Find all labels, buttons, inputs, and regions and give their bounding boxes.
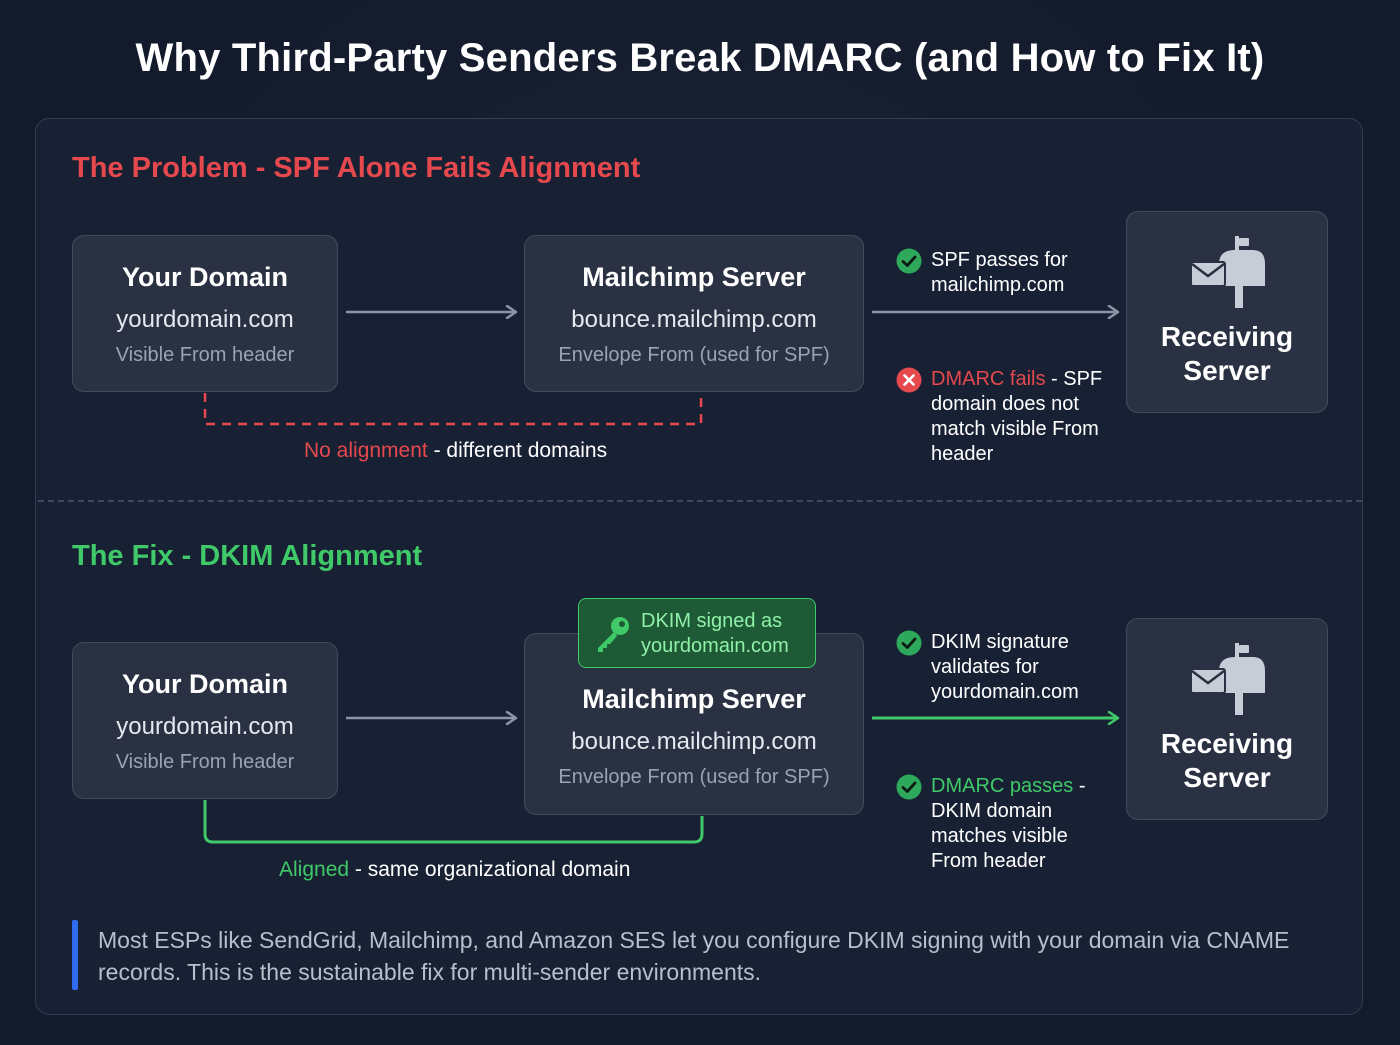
footnote-text: Most ESPs like SendGrid, Mailchimp, and … <box>98 927 1290 985</box>
box-subtitle: Envelope From (used for SPF) <box>558 344 830 366</box>
your-domain-box-fix: Your Domain yourdomain.com Visible From … <box>72 642 338 799</box>
check-circle-icon <box>896 774 922 800</box>
spf-note-line1: SPF passes for <box>931 249 1068 271</box>
dmarc-fails-rest: - SPF <box>1045 368 1103 390</box>
check-circle-icon <box>896 248 922 274</box>
aligned-label: Aligned - same organizational domain <box>279 858 630 882</box>
no-alignment-highlight: No alignment <box>304 439 428 462</box>
no-alignment-label: No alignment - different domains <box>304 439 607 463</box>
mailbox-icon <box>1190 236 1265 308</box>
aligned-rest: - same organizational domain <box>349 858 631 881</box>
dmarc-passes-note: DMARC passes - DKIM domain matches visib… <box>896 774 1116 878</box>
mailbox-icon <box>1190 643 1265 715</box>
dkim-badge-line1: DKIM signed as <box>641 610 783 632</box>
box-name: Your Domain <box>121 262 288 292</box>
no-alignment-rest: - different domains <box>427 439 608 462</box>
check-circle-icon <box>896 630 922 656</box>
receiving-label-line2: Server <box>1183 762 1271 793</box>
key-icon <box>598 617 629 652</box>
dmarc-passes-line3: matches visible <box>931 825 1068 847</box>
dkim-note-line2: validates for <box>931 656 1039 678</box>
footnote-accent-bar <box>72 920 78 990</box>
box-domain: bounce.mailchimp.com <box>571 306 817 333</box>
spf-note-line2: mailchimp.com <box>931 274 1065 296</box>
dmarc-passes-rest: - <box>1073 775 1086 797</box>
fix-heading: The Fix - DKIM Alignment <box>72 540 423 572</box>
section-divider <box>38 500 1362 502</box>
box-name: Mailchimp Server <box>582 262 806 292</box>
page-title: Why Third-Party Senders Break DMARC (and… <box>135 36 1265 80</box>
no-alignment-bracket <box>203 393 703 426</box>
x-circle-icon <box>896 367 922 393</box>
dmarc-passes-line4: From header <box>931 850 1046 872</box>
dkim-badge-line2: yourdomain.com <box>641 635 789 657</box>
dkim-validates-note: DKIM signature validates for yourdomain.… <box>896 630 1116 709</box>
box-domain: bounce.mailchimp.com <box>571 728 817 755</box>
receiving-label-line2: Server <box>1183 355 1271 386</box>
box-domain: yourdomain.com <box>116 713 294 740</box>
your-domain-box-problem: Your Domain yourdomain.com Visible From … <box>72 235 338 392</box>
box-name: Your Domain <box>121 669 288 699</box>
receiving-server-box-fix: Receiving Server <box>1126 618 1328 820</box>
dkim-note-line3: yourdomain.com <box>931 681 1079 703</box>
receiving-server-box-problem: Receiving Server <box>1126 211 1328 413</box>
aligned-bracket <box>203 800 704 844</box>
box-subtitle: Envelope From (used for SPF) <box>558 766 830 788</box>
problem-heading: The Problem - SPF Alone Fails Alignment <box>72 152 641 184</box>
receiving-label-line1: Receiving <box>1160 321 1294 352</box>
dmarc-fails-note: DMARC fails - SPF domain does not match … <box>896 367 1126 471</box>
dkim-note-line1: DKIM signature <box>931 631 1069 653</box>
dkim-signed-badge: DKIM signed as yourdomain.com <box>578 598 816 668</box>
box-name: Mailchimp Server <box>582 684 806 714</box>
spf-passes-note: SPF passes for mailchimp.com <box>896 248 1096 302</box>
mailchimp-server-box-problem: Mailchimp Server bounce.mailchimp.com En… <box>524 235 864 392</box>
receiving-label-line1: Receiving <box>1160 728 1294 759</box>
dmarc-fails-line4: header <box>931 443 994 465</box>
aligned-highlight: Aligned <box>279 858 350 881</box>
dmarc-passes-line2: DKIM domain <box>931 800 1053 822</box>
box-domain: yourdomain.com <box>116 306 294 333</box>
dmarc-fails-line2: domain does not <box>931 393 1079 415</box>
dmarc-fails-line3: match visible From <box>931 418 1099 440</box>
box-subtitle: Visible From header <box>115 751 295 773</box>
box-subtitle: Visible From header <box>115 344 295 366</box>
dmarc-fails-label: DMARC fails <box>931 368 1046 390</box>
dmarc-passes-label: DMARC passes <box>931 775 1074 797</box>
